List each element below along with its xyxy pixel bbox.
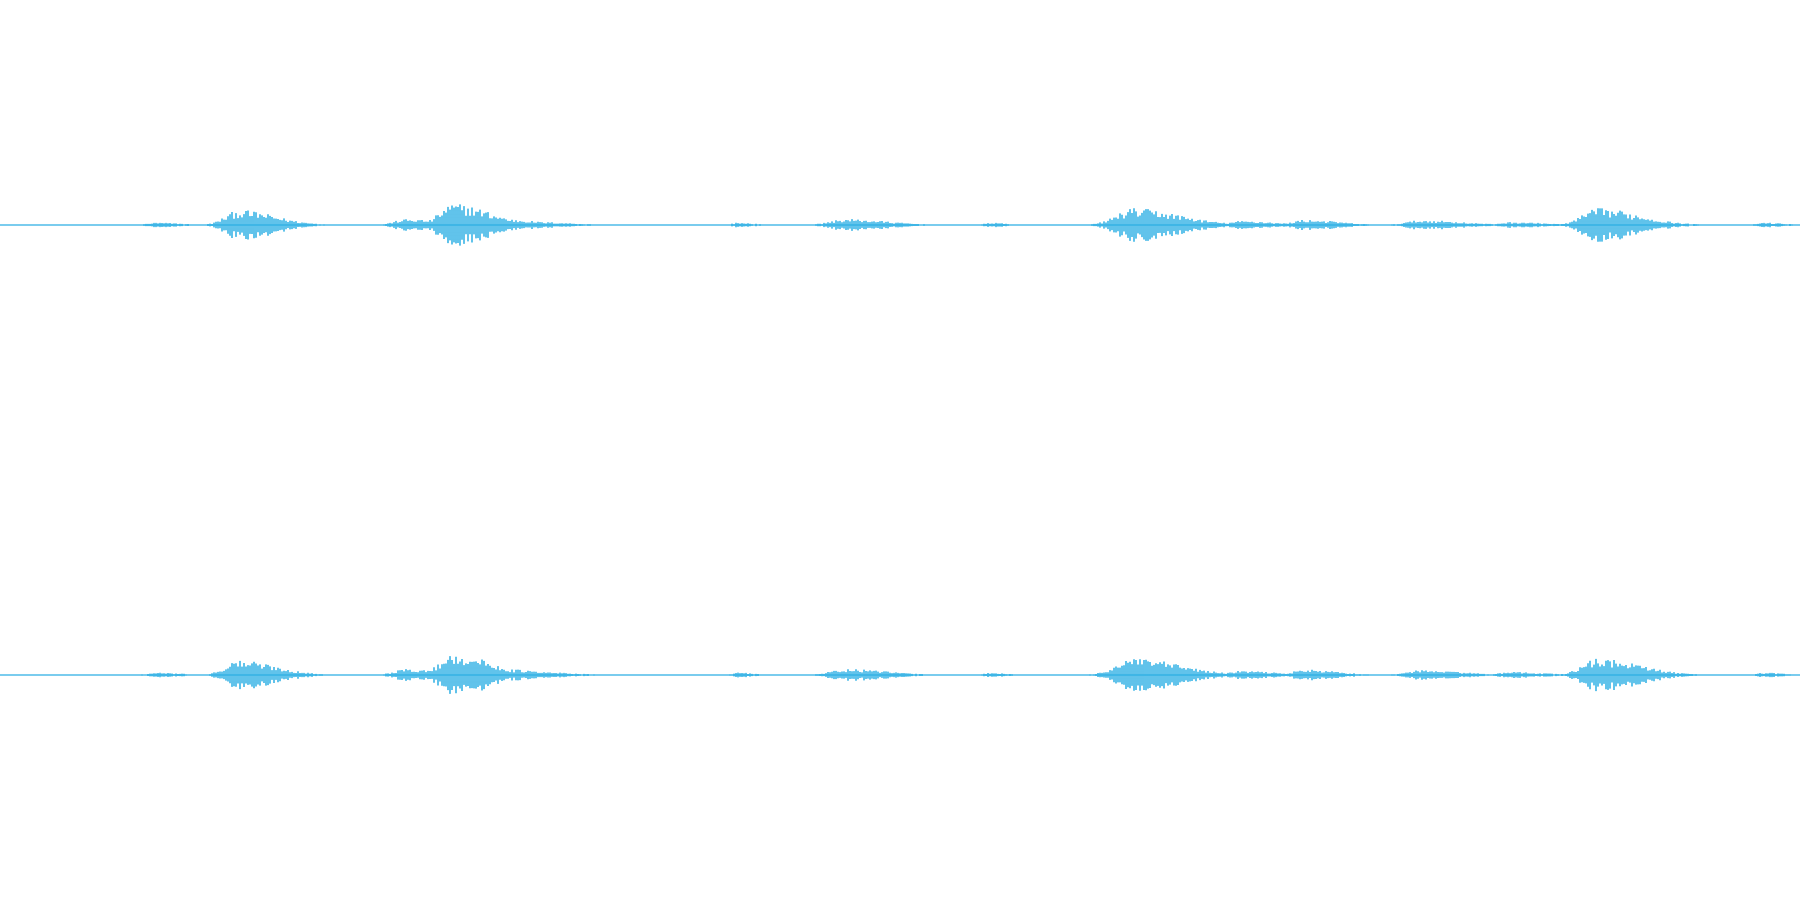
waveform-channel-left[interactable] — [0, 0, 1800, 450]
waveform-channel-right[interactable] — [0, 450, 1800, 900]
waveform-channel-left-svg — [0, 204, 1800, 246]
waveform-channel-right-svg — [0, 656, 1800, 694]
